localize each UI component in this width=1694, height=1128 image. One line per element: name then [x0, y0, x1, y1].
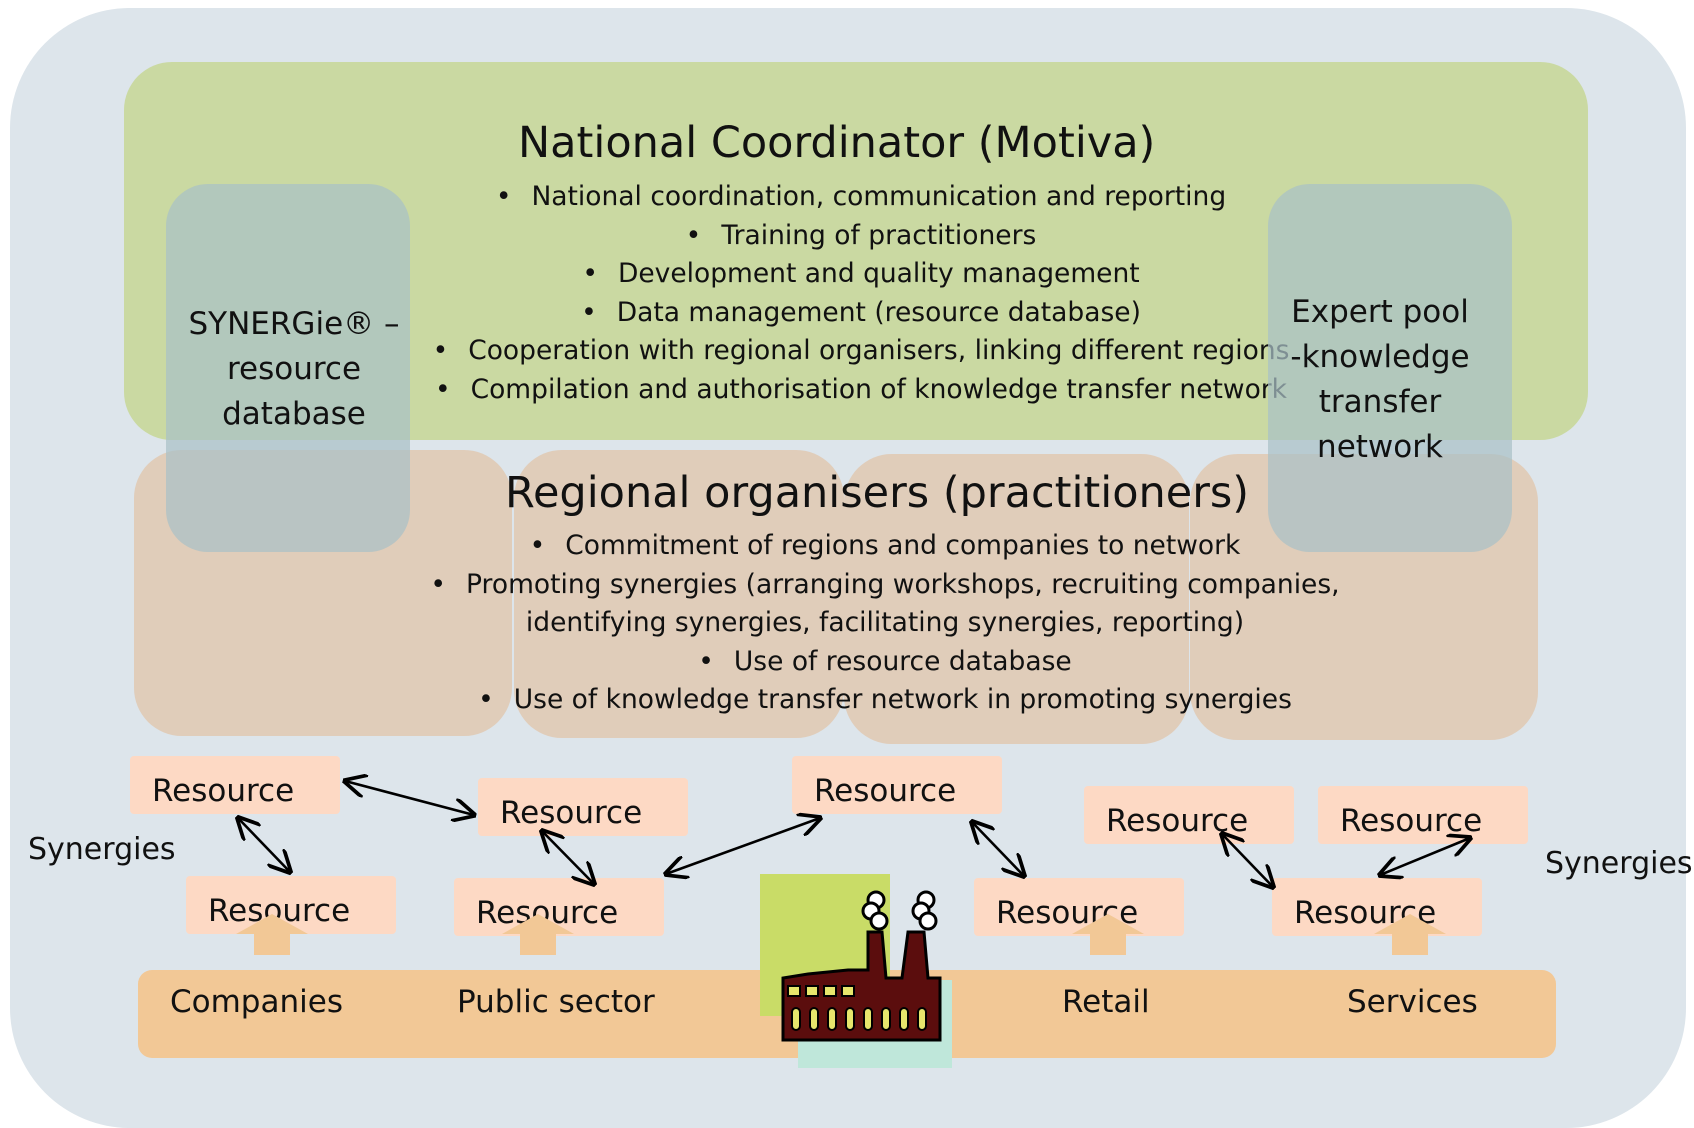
- regional-title: Regional organisers (practitioners): [505, 468, 1250, 518]
- sector-label-retail: Retail: [1062, 984, 1150, 1020]
- double-arrow-icon: [1380, 838, 1470, 875]
- resource-database-line: SYNERGie® –: [188, 306, 400, 342]
- national-title: National Coordinator (Motiva): [518, 118, 1156, 168]
- synergy-arrows: [0, 0, 1694, 1092]
- national-bullets: National coordination, communication and…: [396, 178, 1326, 409]
- national-bullet: Development and quality management: [396, 255, 1326, 294]
- regional-bullet: Use of knowledge transfer network in pro…: [380, 681, 1390, 720]
- up-arrows: [236, 914, 1446, 955]
- regional-bullet: Use of resource database: [380, 643, 1390, 682]
- resource-database-label: SYNERGie® – resource database: [166, 302, 422, 437]
- national-bullet: Data management (resource database): [396, 294, 1326, 333]
- resource-box: Resource: [1318, 786, 1528, 844]
- national-bullet: National coordination, communication and…: [396, 178, 1326, 217]
- expert-pool-line: -knowledge: [1290, 339, 1470, 375]
- sector-label-public-sector: Public sector: [457, 984, 655, 1020]
- up-arrow-icon: [502, 914, 574, 955]
- double-arrow-icon: [238, 818, 290, 872]
- expert-pool-line: network: [1317, 429, 1443, 465]
- double-arrow-icon: [542, 831, 594, 884]
- resource-box: Resource: [478, 778, 688, 836]
- double-arrow-icon: [1222, 834, 1273, 887]
- factory-icon: [781, 890, 942, 1042]
- regional-bullet: Promoting synergies (arranging workshops…: [380, 566, 1390, 605]
- double-arrow-icon: [666, 818, 820, 874]
- expert-pool-line: Expert pool: [1291, 294, 1469, 330]
- synergies-label-left: Synergies: [28, 832, 176, 867]
- regional-bullet: Commitment of regions and companies to n…: [380, 527, 1390, 566]
- resource-box: Resource: [130, 756, 340, 814]
- national-bullet: Cooperation with regional organisers, li…: [396, 332, 1326, 371]
- national-bullet: Compilation and authorisation of knowled…: [396, 371, 1326, 410]
- expert-pool-line: transfer: [1318, 384, 1442, 420]
- resource-database-box: [166, 184, 410, 552]
- synergies-label-right: Synergies: [1545, 846, 1693, 881]
- regional-bullets: Commitment of regions and companies to n…: [380, 527, 1390, 720]
- national-bullet: Training of practitioners: [396, 217, 1326, 256]
- up-arrow-icon: [1374, 914, 1446, 955]
- sector-label-companies: Companies: [170, 984, 343, 1020]
- sector-label-services: Services: [1347, 984, 1478, 1020]
- resource-database-line: resource: [226, 351, 362, 387]
- up-arrow-icon: [1072, 914, 1144, 955]
- regional-bullet-continuation: identifying synergies, facilitating syne…: [525, 607, 1245, 638]
- resource-box: Resource: [974, 878, 1184, 936]
- expert-pool-box: [1268, 184, 1512, 552]
- double-arrow-icon: [972, 822, 1024, 876]
- expert-pool-label: Expert pool -knowledge transfer network: [1262, 290, 1498, 470]
- resource-database-line: database: [222, 396, 366, 432]
- double-arrow-icon: [345, 781, 474, 815]
- up-arrow-icon: [236, 914, 308, 955]
- resource-box: Resource: [792, 756, 1002, 814]
